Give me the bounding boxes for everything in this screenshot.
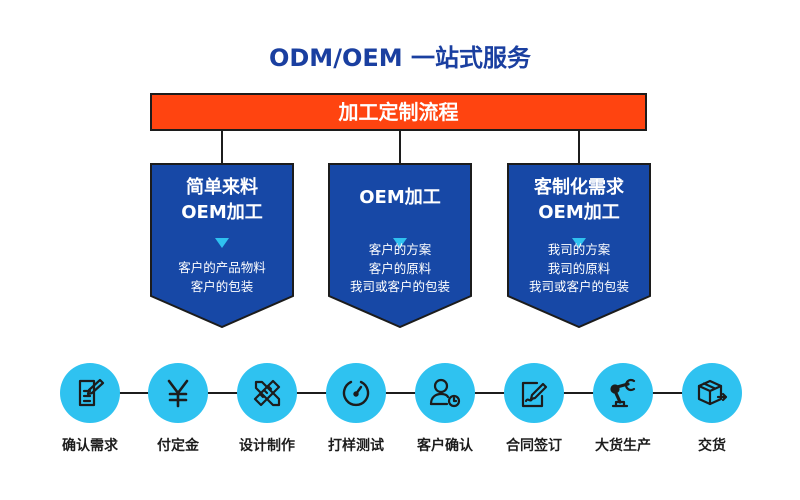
step-circle: [504, 363, 564, 423]
panel-item: 我司或客户的包装: [349, 279, 450, 294]
step-label: 打样测试: [328, 438, 384, 454]
step-label: 大货生产: [595, 438, 651, 454]
arrow-down-icon: [215, 238, 229, 248]
contract-sign-icon: [521, 381, 548, 408]
ruler-pencil-icon: [253, 379, 281, 407]
robot-arm-icon: [610, 378, 636, 408]
panel-item: 客户的产品物料: [178, 260, 266, 275]
step-circle: [682, 363, 742, 423]
step-label: 设计制作: [239, 438, 295, 454]
step-label: 合同签订: [506, 438, 562, 454]
step-circle: [593, 363, 653, 423]
step-label: 付定金: [157, 438, 199, 454]
step-customer-confirm: 客户确认: [405, 363, 485, 455]
user-clock-icon: [429, 378, 461, 408]
page-title: ODM/OEM 一站式服务: [268, 44, 531, 72]
box-delivery-icon: [697, 379, 728, 406]
panel-simple-material-oem: 简单来料 OEM加工 客户的产品物料 客户的包装: [150, 163, 294, 328]
step-circle: [237, 363, 297, 423]
step-design: 设计制作: [227, 363, 307, 455]
panel-item: 我司或客户的包装: [528, 279, 629, 294]
step-circle: [326, 363, 386, 423]
panel-item: 客户的原料: [368, 260, 432, 276]
step-label: 确认需求: [62, 438, 118, 454]
panel-title-line: 简单来料: [186, 177, 258, 198]
process-banner: 加工定制流程: [150, 93, 647, 131]
arrow-down-icon: [572, 238, 586, 248]
document-edit-icon: [78, 378, 105, 407]
step-sample-test: 打样测试: [316, 363, 396, 455]
panel-title-line: OEM加工: [359, 187, 441, 208]
step-label: 客户确认: [417, 438, 473, 454]
step-confirm-requirements: 确认需求: [50, 363, 130, 455]
step-circle: [415, 363, 475, 423]
step-label: 交货: [698, 438, 726, 454]
step-contract: 合同签订: [494, 363, 574, 455]
panel-custom-oem: 客制化需求 OEM加工 我司的方案 我司的原料 我司或客户的包装: [507, 163, 651, 328]
panel-oem: OEM加工 客户的方案 客户的原料 我司或客户的包装: [328, 163, 472, 328]
step-mass-production: 大货生产: [583, 363, 663, 455]
panel-item: 客户的方案: [368, 242, 432, 257]
step-circle: [148, 363, 208, 423]
panel-item: 客户的包装: [190, 278, 254, 294]
yen-icon: [167, 379, 189, 408]
panel-title-line: 客制化需求: [534, 177, 624, 198]
step-delivery: 交货: [672, 363, 752, 455]
arrow-down-icon: [393, 238, 407, 248]
gauge-icon: [342, 380, 370, 407]
panel-item: 我司的原料: [547, 260, 611, 276]
panel-title-line: OEM加工: [538, 202, 620, 223]
panel-item: 我司的方案: [547, 242, 611, 257]
step-deposit: 付定金: [138, 363, 218, 455]
panel-title-line: OEM加工: [181, 202, 263, 223]
step-circle: [60, 363, 120, 423]
